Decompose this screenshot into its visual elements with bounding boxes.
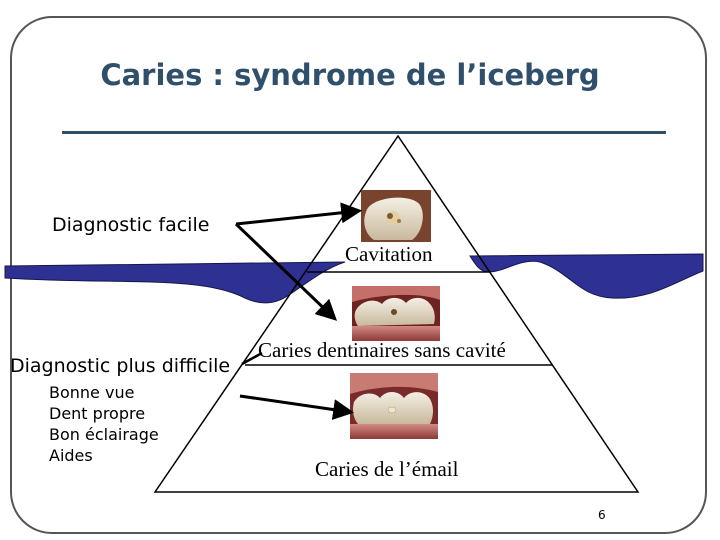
label-cavitation: Cavitation (345, 242, 433, 266)
label-dentin-caries: Caries dentinaires sans cavité (258, 338, 506, 362)
page-number: 6 (598, 508, 606, 522)
aids-item: Bon éclairage (49, 425, 159, 444)
aids-list: Bonne vue Dent propre Bon éclairage Aide… (49, 382, 159, 466)
title-underline (62, 131, 666, 134)
arrow-to-cavitation (235, 202, 363, 226)
label-enamel-caries: Caries de l’émail (315, 457, 459, 481)
enamel-caries-photo (350, 373, 438, 439)
dentin-caries-photo (352, 286, 440, 341)
arrow-to-enamel-caries (241, 351, 263, 366)
arrow-to-dentin-caries (234, 222, 338, 321)
water-wave-right (469, 253, 704, 299)
label-diagnostic-facile: Diagnostic facile (52, 214, 210, 236)
aids-item: Aides (49, 446, 93, 465)
water-wave-left (4, 261, 346, 304)
aids-item: Dent propre (49, 404, 146, 423)
pyramid-outline (153, 134, 640, 493)
slide-title: Caries : syndrome de l’iceberg (100, 58, 600, 92)
label-diagnostic-difficile: Diagnostic plus difficile (10, 355, 231, 377)
arrow-to-enamel-photo (239, 394, 355, 420)
aids-item: Bonne vue (49, 383, 135, 402)
tooth-cavitation-photo (361, 190, 431, 242)
